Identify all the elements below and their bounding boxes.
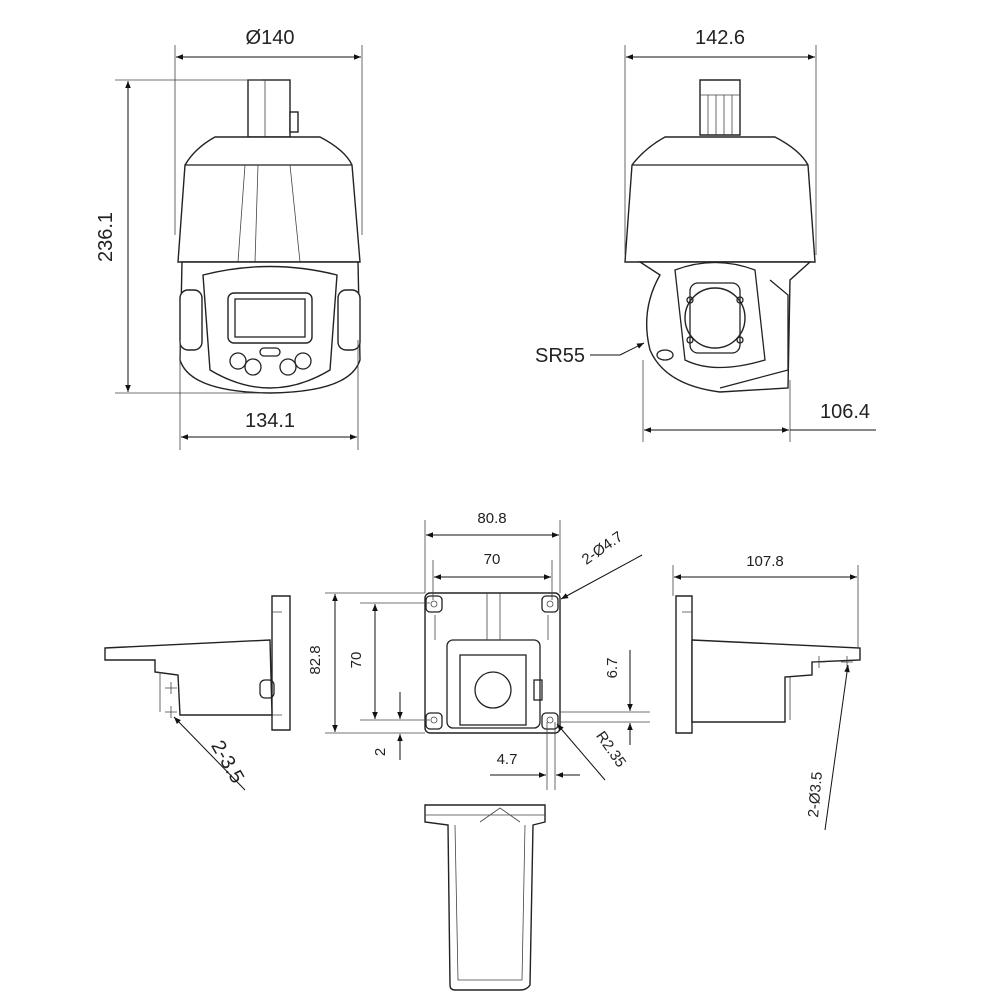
camera-side-drawing [624,79,816,393]
offset-bottom-label: 2 [372,748,389,756]
dimension-side-width: 142.6 [624,27,817,255]
dimension-sphere-radius: SR55 [535,342,645,367]
bracket-back: 80.8 70 2-Ø4.7 82.8 70 2 6.7 4.7 R2.35 [307,510,650,790]
dimension-height: 236.1 [95,79,262,394]
width-label: 134.1 [245,410,295,432]
front-view: Ø140 236.1 134.1 [95,27,363,450]
dimension-diameter: Ø140 [174,27,363,235]
depth-label: 106.4 [820,401,870,423]
outer-width-label: 80.8 [477,510,506,527]
dimension-width: 134.1 [179,340,359,450]
outer-height-label: 82.8 [307,645,324,674]
sphere-radius-label: SR55 [535,345,585,367]
bracket-side-right: 107.8 2-Ø3.5 [672,553,861,831]
radius-label: R2.35 [592,728,629,771]
holes-label-left: 2-3.5 [206,737,248,787]
bracket-side-left: 2-3.5 [104,595,291,791]
length-label: 107.8 [746,553,784,570]
holes-label-right: 2-Ø3.5 [805,771,826,818]
hole-dia-label: 4.7 [497,751,518,768]
holes-label-back: 2-Ø4.7 [579,528,626,568]
camera-front-drawing [177,79,361,394]
offset-right-label: 6.7 [604,658,621,679]
height-label: 236.1 [95,212,117,262]
side-width-label: 142.6 [695,27,745,49]
side-view: 142.6 SR55 106.4 [535,27,876,442]
hole-spacing-h-label: 70 [484,551,501,568]
bracket-bottom [424,804,546,991]
dimension-depth: 106.4 [642,360,876,442]
hole-spacing-v-label: 70 [348,652,365,669]
mount-holes [425,595,559,730]
diameter-label: Ø140 [246,27,295,49]
